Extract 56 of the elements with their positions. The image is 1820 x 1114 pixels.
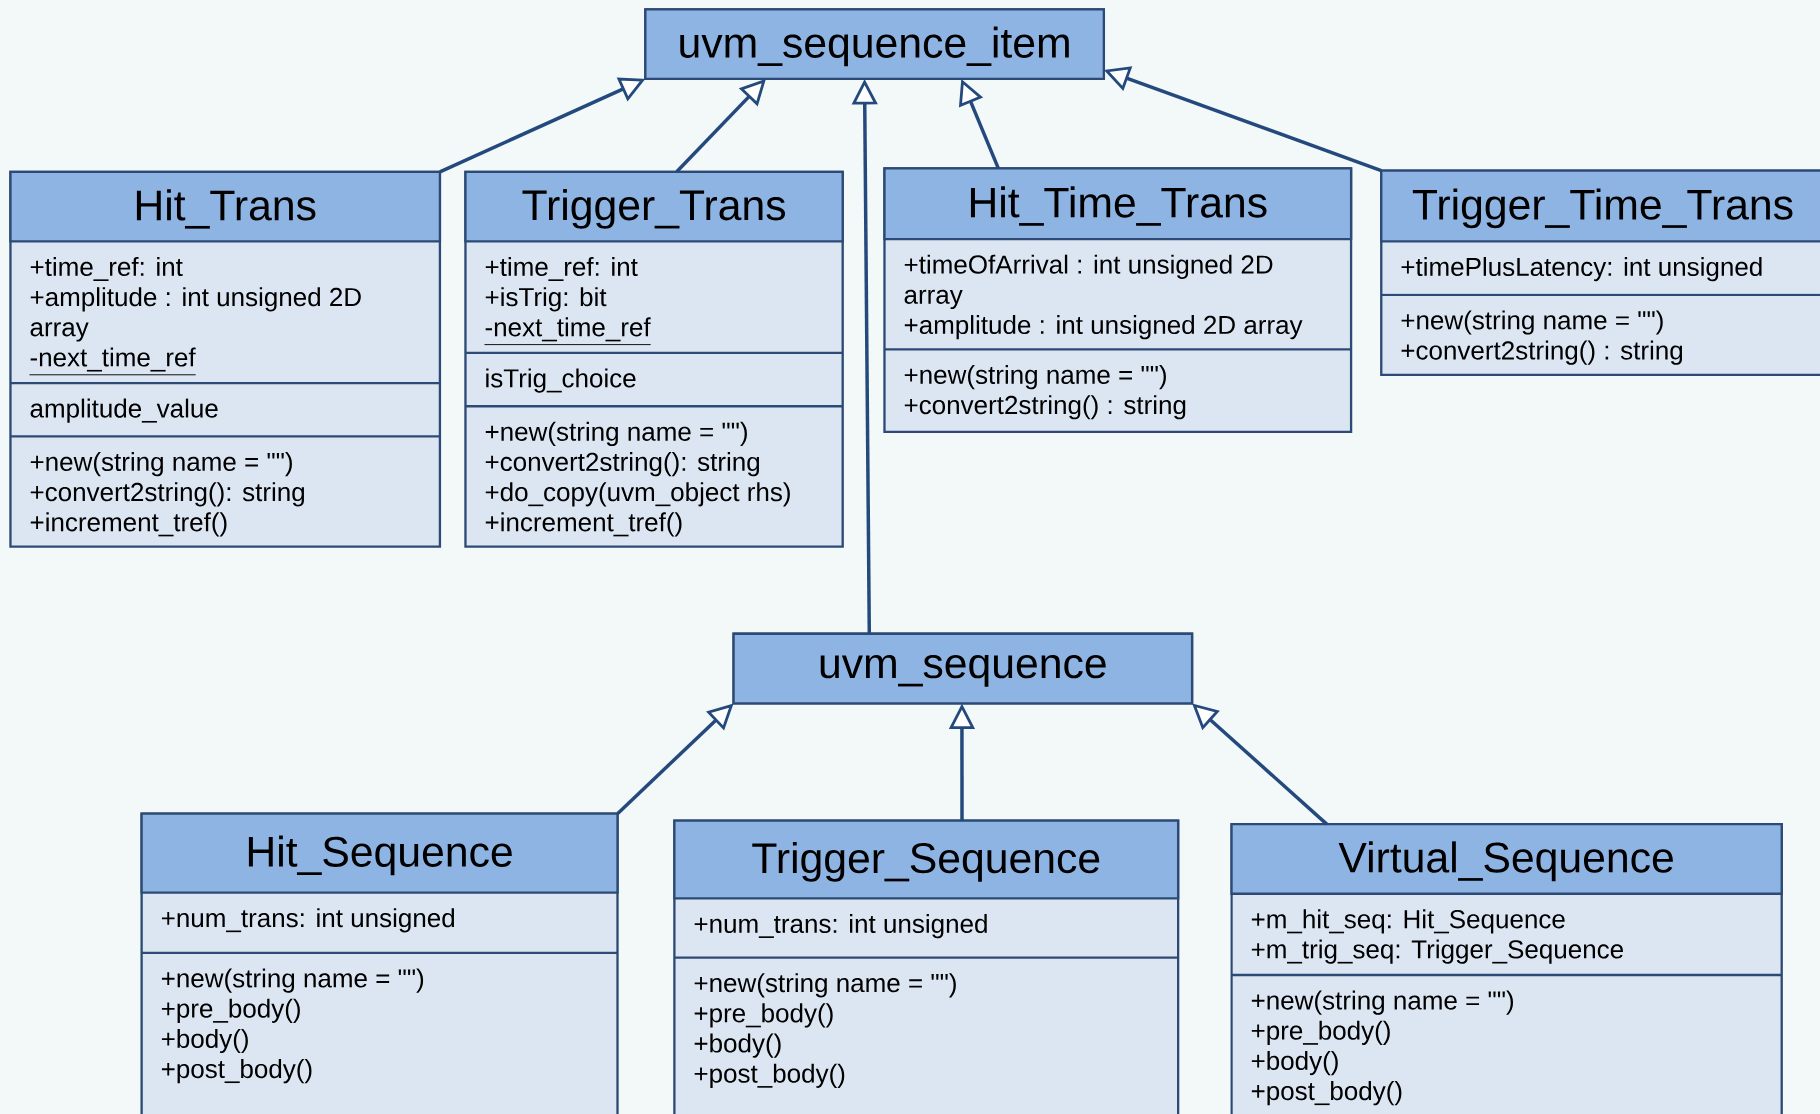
class-name: uvm_sequence [820,654,1106,687]
class-box [883,167,1353,433]
member-text: +timeOfArrival : int unsigned 2D array [904,254,1273,309]
member-text: +new(string name = "") [485,421,747,446]
member-text: +pre_body() [1251,1020,1390,1045]
class-name: Hit_Time_Trans [970,186,1267,226]
member-text: +time_ref: int [30,256,183,281]
member-text: +time_ref: int [485,256,638,281]
member-text: +increment_tref() [30,512,227,537]
member-text: +do_copy(uvm_object rhs) [485,482,790,507]
member-text: +num_trans: int unsigned [694,913,987,939]
member-text: +body() [694,1033,781,1058]
class-box [1230,822,1783,1114]
class-name: Trigger_Time_Trans [1412,188,1793,229]
class-box [9,170,442,548]
member-text: +new(string name = "") [694,973,956,998]
member-text: isTrig_choice [486,368,636,393]
member-text: +body() [1251,1050,1338,1075]
member-text: +pre_body() [694,1003,833,1028]
class-name: Trigger_Sequence [752,841,1100,882]
member-text: +post_body() [1251,1080,1402,1106]
member-text: +convert2string() : string [1401,340,1683,365]
member-text: +convert2string(): string [30,482,304,507]
class-box [732,632,1194,705]
member-text: +amplitude : int unsigned 2D array [904,314,1303,340]
member-text: +increment_tref() [485,512,682,537]
member-text: +new(string name = "") [904,364,1166,389]
member-text: +pre_body() [161,998,300,1023]
member-text: +post_body() [694,1063,845,1088]
class-box [1380,169,1820,376]
member-text: +timePlusLatency: int unsigned [1401,256,1762,282]
member-text: +num_trans: int unsigned [161,908,454,933]
member-text: +m_trig_seq: Trigger_Sequence [1251,939,1623,964]
class-box [464,170,844,548]
class-name: uvm_sequence_item [680,26,1069,67]
member-text: +convert2string() : string [904,395,1186,420]
member-text: +convert2string(): string [485,451,759,477]
member-text: amplitude_value [30,398,218,423]
class-box [644,8,1105,80]
member-text: -next_time_ref [484,317,652,345]
member-text: +isTrig: bit [485,287,607,312]
member-text: +new(string name = "") [1401,310,1663,335]
class-name: Hit_Sequence [248,835,512,876]
member-text: +post_body() [161,1058,312,1084]
member-text: +new(string name = "") [1251,990,1513,1015]
member-text: +body() [161,1028,248,1053]
member-text: +new(string name = "") [161,968,424,993]
class-name: Trigger_Trans [522,188,786,229]
member-text: +amplitude : int unsigned 2D array [30,287,361,342]
class-name: Hit_Trans [136,189,316,229]
class-box [140,812,619,1114]
member-text: -next_time_ref [29,347,197,376]
member-text: +new(string name = "") [30,451,292,477]
member-text: +m_hit_seq: Hit_Sequence [1251,909,1565,934]
class-box [673,819,1180,1114]
class-name: Virtual_Sequence [1338,841,1673,881]
